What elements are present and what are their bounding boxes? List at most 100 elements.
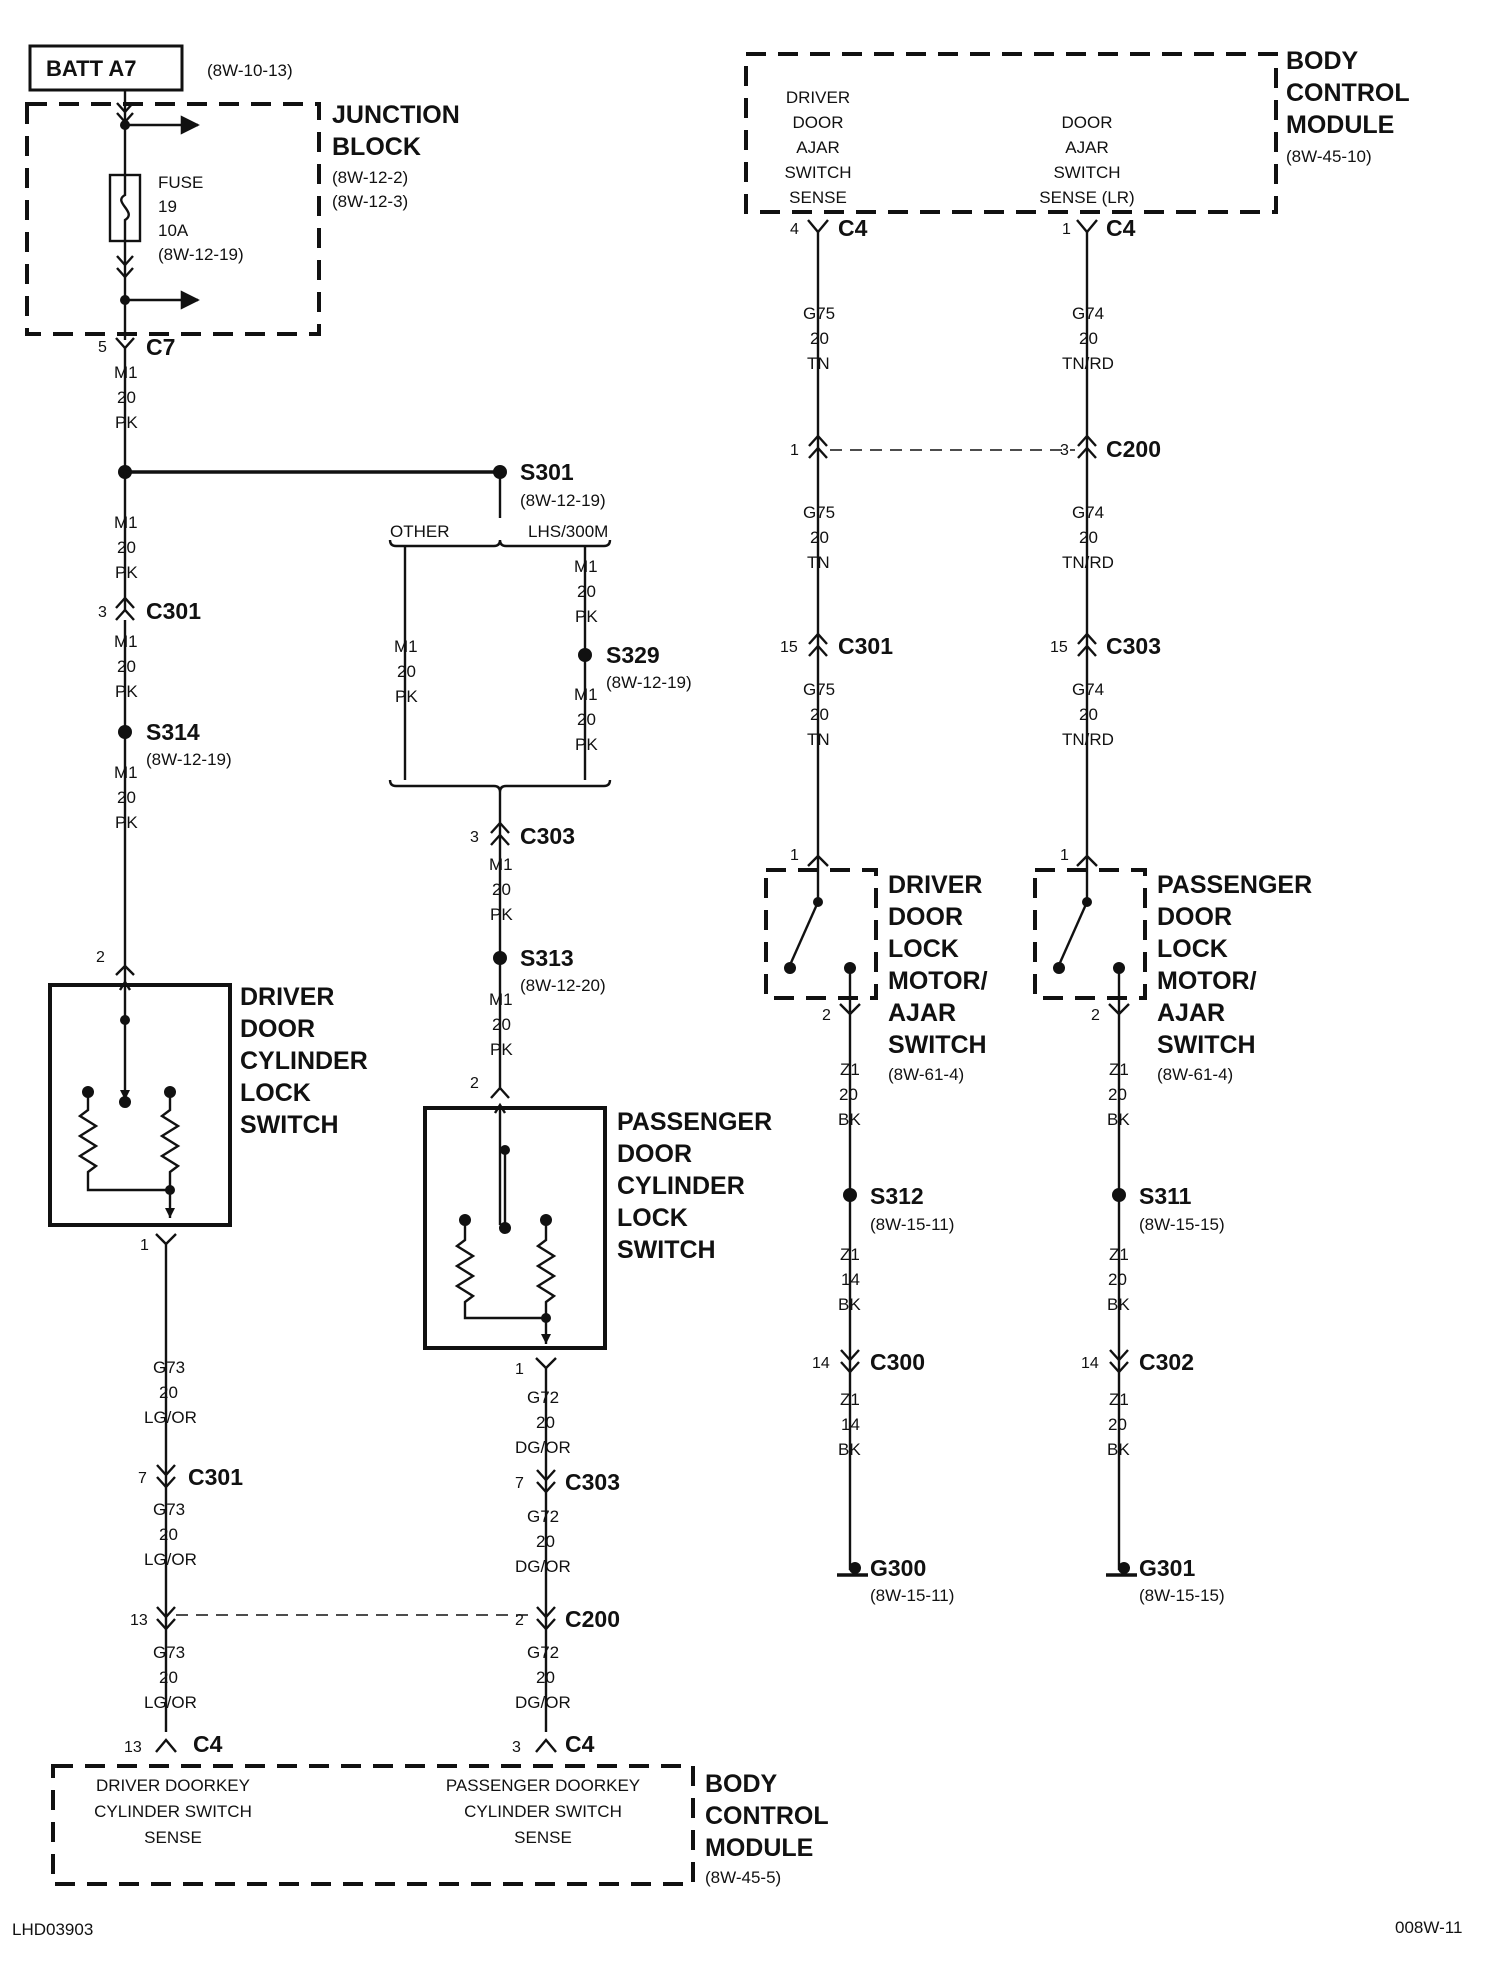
svg-text:20: 20 (536, 1413, 555, 1432)
s311-label: S311 (1139, 1183, 1192, 1209)
svg-text:14: 14 (841, 1415, 860, 1434)
c7-label: C7 (146, 334, 175, 360)
c4-top-left-connector-icon (807, 219, 829, 234)
svg-text:2: 2 (1091, 1007, 1100, 1024)
svg-text:Z1: Z1 (840, 1060, 860, 1079)
svg-text:Z1: Z1 (1109, 1245, 1129, 1264)
c303-g72-connector-icon (536, 1469, 556, 1494)
pass-motor-label-6: SWITCH (1157, 1031, 1256, 1059)
svg-text:PK: PK (115, 813, 138, 832)
c303-mid-connector-icon (490, 821, 510, 846)
svg-text:DRIVER DOORKEY: DRIVER DOORKEY (96, 1776, 250, 1795)
svg-text:20: 20 (1108, 1085, 1127, 1104)
c301-g75-connector-icon (808, 632, 828, 657)
c303-g72-label: C303 (565, 1469, 620, 1495)
svg-text:BK: BK (838, 1295, 861, 1314)
svg-text:Z1: Z1 (1109, 1060, 1129, 1079)
drv-motor-label-1: DRIVER (888, 871, 982, 899)
driver-cylinder-switch-box (48, 983, 232, 1227)
pass-cyl-label-3: CYLINDER (617, 1172, 745, 1200)
svg-text:14: 14 (1081, 1355, 1099, 1372)
bcm-bottom-title-1: BODY (705, 1770, 778, 1798)
svg-text:BK: BK (1107, 1110, 1130, 1129)
svg-text:G73: G73 (153, 1500, 185, 1519)
ground-g300-icon (837, 1562, 868, 1577)
bcm-bottom-ref: (8W-45-5) (705, 1868, 781, 1887)
bcm-top-title-2: CONTROL (1286, 79, 1410, 107)
c4-bottom-right-label: C4 (565, 1731, 595, 1757)
s312-ref: (8W-15-11) (870, 1215, 954, 1234)
svg-text:1: 1 (1060, 847, 1069, 864)
svg-text:M1: M1 (489, 855, 513, 874)
svg-text:PASSENGER DOORKEY: PASSENGER DOORKEY (446, 1776, 640, 1795)
c301-g73-label: C301 (188, 1464, 243, 1490)
svg-text:DOOR: DOOR (793, 113, 844, 132)
wire-m1-color-1: PK (115, 413, 138, 432)
svg-text:G73: G73 (153, 1643, 185, 1662)
svg-text:SENSE: SENSE (514, 1828, 572, 1847)
svg-text:BATT A7: BATT A7 (46, 56, 136, 81)
ground-g301-icon (1106, 1562, 1137, 1577)
svg-text:DOOR: DOOR (1062, 113, 1113, 132)
batt-ref: (8W-10-13) (207, 61, 293, 80)
c200-bottom-right-connector-icon (536, 1606, 556, 1631)
svg-text:CYLINDER SWITCH: CYLINDER SWITCH (464, 1802, 622, 1821)
svg-text:15: 15 (780, 639, 798, 656)
c301-g73-connector-icon (156, 1464, 176, 1489)
svg-text:20: 20 (1079, 528, 1098, 547)
g301-ref: (8W-15-15) (1139, 1586, 1225, 1605)
fuse-icon (108, 173, 142, 243)
svg-text:G74: G74 (1072, 680, 1104, 699)
svg-text:G75: G75 (803, 304, 835, 323)
junction-block-title-2: BLOCK (332, 133, 421, 161)
s301-lhs: LHS/300M (528, 522, 608, 541)
svg-text:1: 1 (1062, 221, 1071, 238)
s313-ref: (8W-12-20) (520, 976, 606, 995)
wire-m1-gauge-1: 20 (117, 388, 136, 407)
junction-block-title-1: JUNCTION (332, 101, 460, 129)
fuse-label-2: 19 (158, 197, 177, 216)
passenger-cylinder-switch-box (423, 1106, 607, 1350)
svg-text:PK: PK (115, 563, 138, 582)
c4-top-right-connector-icon (1076, 219, 1098, 234)
pass-motor-label-1: PASSENGER (1157, 871, 1312, 899)
s329-ref: (8W-12-19) (606, 673, 692, 692)
c4-top-right-label: C4 (1106, 215, 1136, 241)
svg-text:G74: G74 (1072, 304, 1104, 323)
svg-text:15: 15 (1050, 639, 1068, 656)
svg-text:TN/RD: TN/RD (1062, 730, 1114, 749)
batt-a7-box: BATT A7 (28, 44, 184, 92)
s301-branch (388, 472, 612, 548)
svg-text:1: 1 (515, 1361, 524, 1378)
svg-text:20: 20 (117, 657, 136, 676)
svg-text:SENSE: SENSE (789, 188, 847, 207)
svg-text:14: 14 (841, 1270, 860, 1289)
svg-text:TN: TN (807, 730, 830, 749)
svg-text:20: 20 (1079, 705, 1098, 724)
svg-text:G75: G75 (803, 680, 835, 699)
s301-other: OTHER (390, 522, 450, 541)
svg-text:Z1: Z1 (1109, 1390, 1129, 1409)
bcm-bottom-title-2: CONTROL (705, 1802, 829, 1830)
bcm-top-ref: (8W-45-10) (1286, 147, 1372, 166)
svg-text:1: 1 (140, 1237, 149, 1254)
c303-mid-label: C303 (520, 823, 575, 849)
svg-text:DRIVER: DRIVER (786, 88, 850, 107)
drv-motor-label-5: AJAR (888, 999, 956, 1027)
svg-text:20: 20 (159, 1525, 178, 1544)
c302-label: C302 (1139, 1349, 1194, 1375)
s311-ref: (8W-15-15) (1139, 1215, 1225, 1234)
svg-text:13: 13 (124, 1739, 142, 1756)
s313-label: S313 (520, 945, 574, 971)
svg-text:PK: PK (490, 1040, 513, 1059)
c303-g74-label: C303 (1106, 633, 1161, 659)
drv-motor-label-2: DOOR (888, 903, 963, 931)
footer-right: 008W-11 (1395, 1918, 1462, 1937)
svg-text:20: 20 (839, 1085, 858, 1104)
svg-text:Z1: Z1 (840, 1390, 860, 1409)
svg-text:M1: M1 (114, 513, 138, 532)
s312-label: S312 (870, 1183, 924, 1209)
driver-cyl-label-1: DRIVER (240, 983, 334, 1011)
svg-text:BK: BK (1107, 1440, 1130, 1459)
